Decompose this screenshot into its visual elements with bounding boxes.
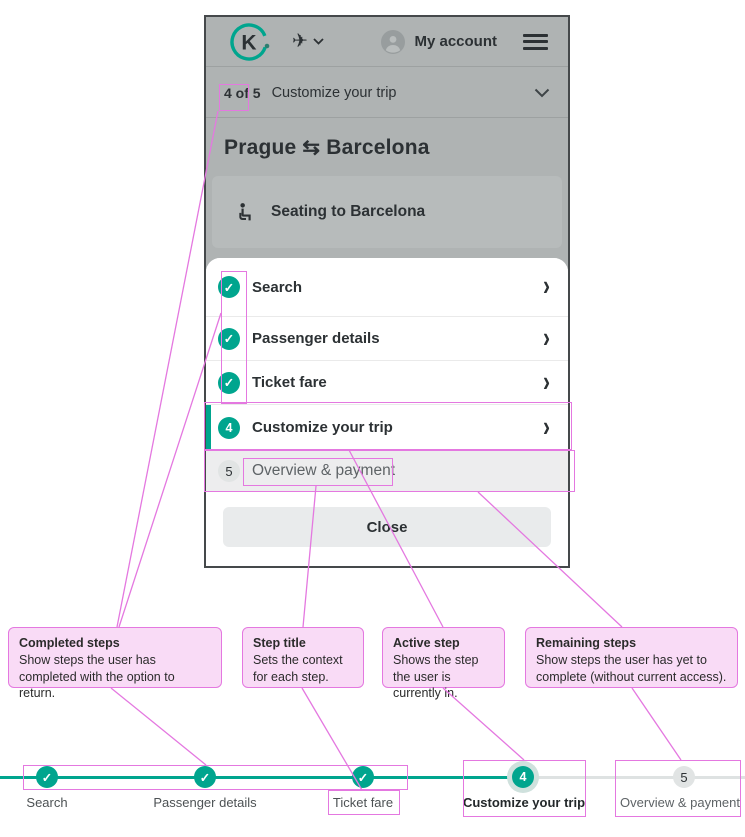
transport-mode-dropdown[interactable]: ✈ [292,30,324,53]
note-body: Show steps the user has completed with t… [19,653,175,700]
my-account-button[interactable]: My account [381,29,497,54]
note-title: Active step [393,636,460,650]
menu-step-passenger-details[interactable]: ✓ Passenger details › [206,317,568,361]
kiwi-logo-icon: K [230,22,270,61]
highlight-stepper-remaining [615,760,741,817]
note-title: Completed steps [19,636,120,650]
note-title: Step title [253,636,306,650]
note-body: Shows the step the user is currently in. [393,653,479,700]
trip-route-title: Prague ⇆ Barcelona [224,135,430,159]
menu-step-label: Ticket fare [252,374,327,391]
app-header: K ✈ My account [206,17,568,67]
stepper-label-passenger-details: Passenger details [153,795,257,810]
close-button[interactable]: Close [223,507,551,547]
completed-check-icon: ✓ [218,327,240,350]
stepper-label-overview: Overview & payment [620,795,740,810]
remaining-step-number: 5 [218,460,240,482]
seating-card[interactable]: Seating to Barcelona [212,176,562,248]
stepper-label-ticket-fare: Ticket fare [332,795,394,810]
step-progress-bar[interactable]: 4 of 5 Customize your trip [206,68,568,118]
chevron-right-icon: › [543,322,550,354]
highlight-stepper-ticket-fare-label [328,790,400,815]
menu-step-label: Customize your trip [252,419,393,436]
seat-icon [239,203,251,221]
menu-step-label: Passenger details [252,330,380,347]
chevron-down-icon[interactable] [534,88,550,98]
trip-title-section: Prague ⇆ Barcelona [206,119,568,175]
menu-step-customize-active[interactable]: 4 Customize your trip › [206,405,568,450]
menu-step-ticket-fare[interactable]: ✓ Ticket fare › [206,361,568,405]
active-step-number: 4 [218,416,240,439]
completed-check-icon: ✓ [218,371,240,394]
highlight-stepper-active [463,760,586,817]
hamburger-menu-button[interactable] [523,33,548,50]
note-completed-steps: Completed steps Show steps the user has … [8,627,222,700]
note-remaining-steps: Remaining steps Show steps the user has … [525,627,738,688]
highlight-overview-label [243,458,393,486]
stepper-remaining-number: 5 [673,766,695,788]
menu-step-search[interactable]: ✓ Search › [206,258,568,317]
highlight-active-row [204,402,572,450]
note-title: Remaining steps [536,636,637,650]
step-indicator: 4 of 5 [224,84,261,101]
stepper-line-completed [0,776,523,779]
completed-check-icon: ✓ [218,276,240,298]
highlight-completed-checks [221,271,247,404]
stepper-label-customize: Customize your trip [462,795,586,810]
note-active-step: Active step Shows the step the user is c… [382,627,505,700]
stepper-line-remaining [523,776,745,779]
chevron-right-icon: › [543,270,550,302]
note-step-title: Step title Sets the context for each ste… [242,627,364,688]
stepper-label-search: Search [26,795,68,810]
kiwi-logo[interactable]: K [228,21,270,63]
airplane-icon: ✈ [292,31,308,52]
chevron-down-icon [313,38,324,45]
stepper-active-halo: 4 [507,761,539,793]
highlight-stepper-completed [23,765,408,790]
step-title: Customize your trip [271,84,397,101]
highlight-step-indicator [219,84,249,111]
chevron-right-icon: › [543,366,550,398]
stepper-check-icon: ✓ [36,766,58,788]
user-avatar-icon [381,29,406,54]
chevron-right-icon: › [543,411,550,443]
my-account-label: My account [414,33,497,50]
svg-text:K: K [241,31,256,54]
seating-card-label: Seating to Barcelona [271,203,426,220]
stepper-active-number: 4 [512,766,534,788]
note-body: Show steps the user has yet to complete … [536,653,727,684]
stepper-check-icon: ✓ [194,766,216,788]
note-body: Sets the context for each step. [253,653,343,684]
menu-step-label: Search [252,278,303,296]
